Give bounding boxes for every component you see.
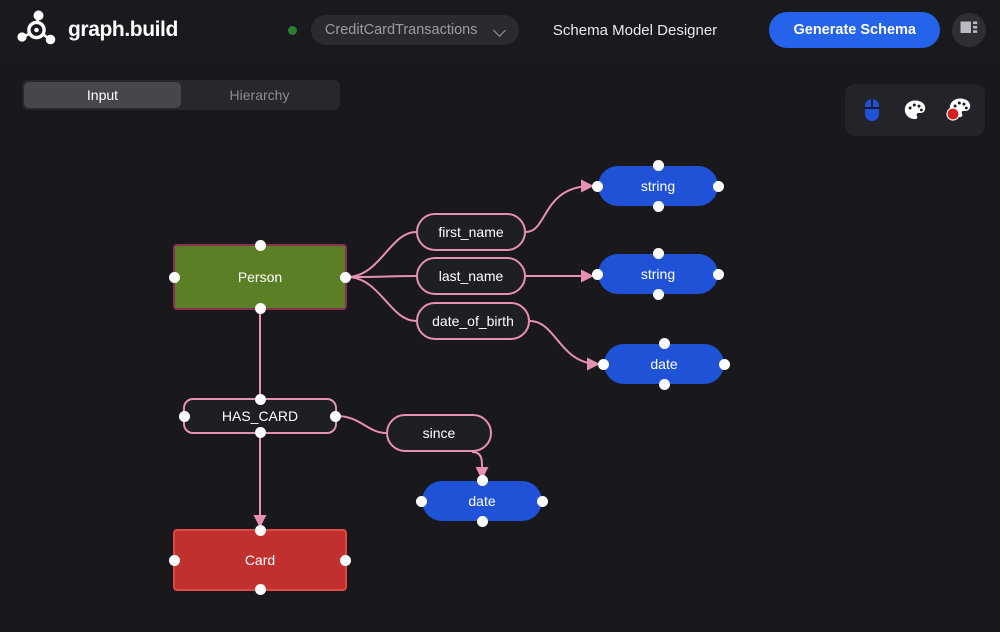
- port-top[interactable]: [658, 338, 670, 349]
- port-bottom[interactable]: [254, 584, 266, 595]
- port-right[interactable]: [713, 180, 724, 192]
- port-left[interactable]: [598, 358, 609, 370]
- node-label: string: [640, 266, 676, 282]
- node-card[interactable]: Card: [169, 525, 351, 595]
- port-right[interactable]: [719, 358, 730, 370]
- header-right: Generate Schema: [769, 0, 986, 60]
- node-label: date_of_birth: [432, 313, 514, 329]
- port-right[interactable]: [340, 271, 351, 283]
- mouse-pointer-icon[interactable]: [857, 95, 887, 125]
- tab-hierarchy[interactable]: Hierarchy: [229, 87, 290, 103]
- port-left[interactable]: [169, 271, 180, 283]
- node-type-date-1[interactable]: date: [598, 338, 730, 390]
- node-label: since: [422, 425, 456, 441]
- port-right[interactable]: [713, 268, 724, 280]
- port-top[interactable]: [254, 394, 266, 405]
- view-tabs: Input Hierarchy: [22, 80, 340, 110]
- generate-schema-button[interactable]: Generate Schema: [769, 12, 940, 48]
- node-type-date-2[interactable]: date: [416, 475, 548, 527]
- schema-canvas[interactable]: Person Card HAS_CARD first_name: [0, 130, 1000, 632]
- node-type-string-2[interactable]: string: [592, 248, 724, 300]
- port-bottom[interactable]: [476, 516, 488, 527]
- app-header: graph.build CreditCardTransactions Schem…: [0, 0, 1000, 60]
- node-has-card[interactable]: HAS_CARD: [179, 394, 341, 438]
- brand[interactable]: graph.build: [16, 10, 178, 50]
- node-person[interactable]: Person: [169, 240, 351, 314]
- connection-status-dot: [287, 25, 297, 35]
- node-since[interactable]: since: [386, 414, 492, 452]
- port-right[interactable]: [330, 410, 341, 422]
- node-label: Card: [244, 552, 276, 568]
- node-label: Person: [237, 269, 283, 285]
- port-top[interactable]: [254, 525, 266, 536]
- node-label: last_name: [438, 268, 504, 284]
- node-label: first_name: [438, 224, 504, 240]
- tab-input[interactable]: Input: [24, 82, 181, 108]
- node-date-of-birth[interactable]: date_of_birth: [416, 302, 530, 340]
- node-label: HAS_CARD: [221, 408, 299, 424]
- node-label: date: [650, 356, 678, 372]
- port-bottom[interactable]: [652, 289, 664, 300]
- project-select[interactable]: CreditCardTransactions: [310, 15, 519, 45]
- node-type-string-1[interactable]: string: [592, 160, 724, 212]
- port-top[interactable]: [254, 240, 266, 251]
- project-select-value: CreditCardTransactions: [324, 22, 478, 38]
- graph-edges: [253, 179, 600, 528]
- node-label: date: [468, 493, 496, 509]
- chevron-down-icon: [494, 24, 507, 37]
- port-bottom[interactable]: [658, 379, 670, 390]
- port-top[interactable]: [476, 475, 488, 486]
- molecule-graph-icon: [16, 10, 58, 50]
- port-bottom[interactable]: [652, 201, 664, 212]
- canvas-toolbar: [845, 84, 985, 136]
- port-left[interactable]: [592, 180, 603, 192]
- port-left[interactable]: [416, 495, 427, 507]
- node-label: string: [640, 178, 676, 194]
- palette-red-paint-icon[interactable]: [943, 95, 973, 125]
- port-bottom[interactable]: [254, 303, 266, 314]
- port-right[interactable]: [537, 495, 548, 507]
- port-top[interactable]: [652, 160, 664, 171]
- brand-name: graph.build: [68, 18, 178, 41]
- node-first-name[interactable]: first_name: [416, 213, 526, 251]
- port-bottom[interactable]: [254, 427, 266, 438]
- node-last-name[interactable]: last_name: [416, 257, 526, 295]
- page-title: Schema Model Designer: [552, 21, 718, 39]
- port-right[interactable]: [340, 554, 351, 566]
- layout-panel-icon: [960, 20, 978, 40]
- port-top[interactable]: [652, 248, 664, 259]
- header-center: CreditCardTransactions Schema Model Desi…: [287, 15, 718, 45]
- port-left[interactable]: [179, 410, 190, 422]
- port-left[interactable]: [169, 554, 180, 566]
- port-left[interactable]: [592, 268, 603, 280]
- palette-icon[interactable]: [900, 95, 930, 125]
- layout-panel-toggle-button[interactable]: [952, 13, 986, 47]
